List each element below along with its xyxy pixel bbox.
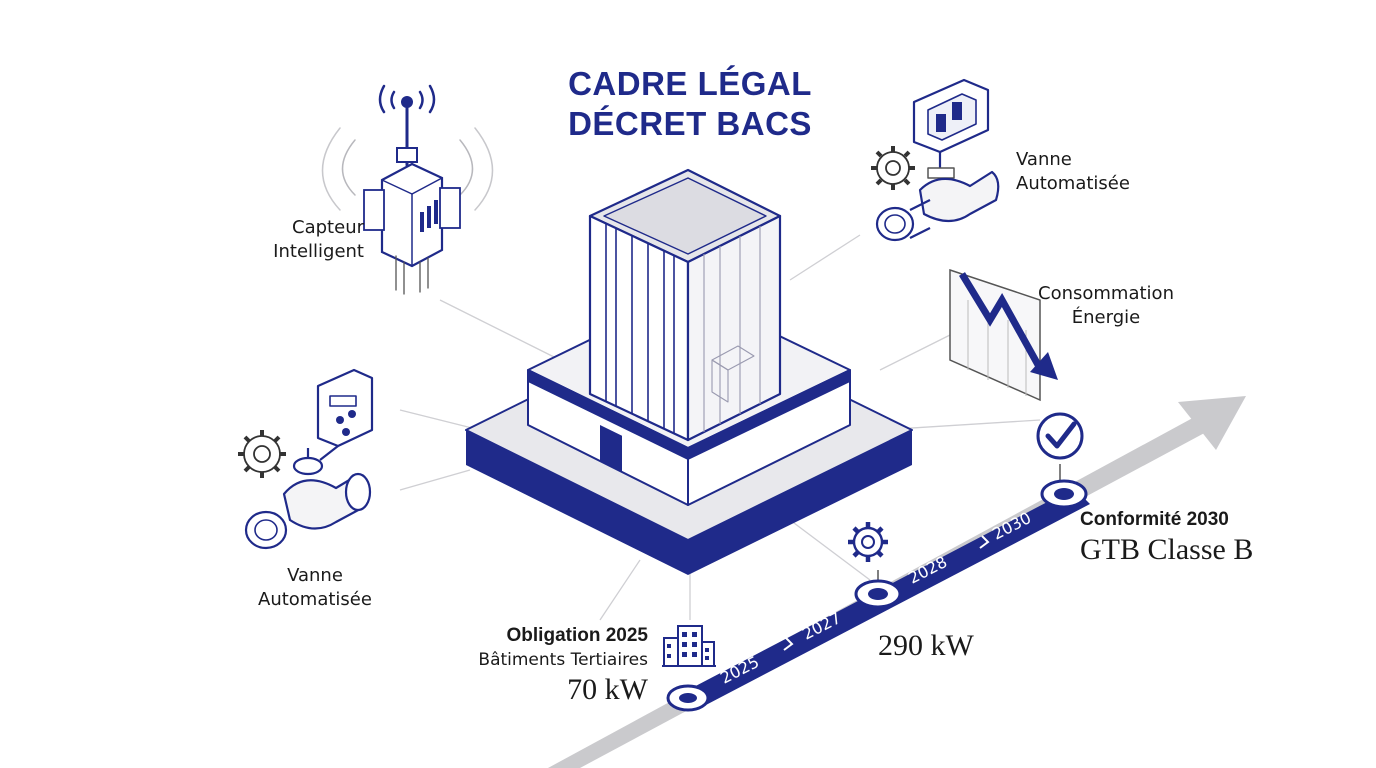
milestone-2025-value: 70 kW [567,673,648,706]
milestone-2030-title: Conformité 2030 [1080,509,1229,530]
milestone-2025-label: Obligation 2025 Bâtiments Tertiaires 70 … [454,624,648,708]
milestone-2030-label: Conformité 2030 GTB Classe B [1080,508,1300,568]
valve-left-label-line-1: Vanne [287,565,343,586]
antenna-sensor-icon [321,84,494,295]
sensor-label-line-1: Capteur [292,217,364,238]
milestone-marker-2030 [1036,412,1088,509]
checkmark-icon [1036,412,1084,460]
sensor-label-line-2: Intelligent [273,241,364,262]
valve-left-label: Vanne Automatisée [240,564,390,612]
valve-left-label-line-2: Automatisée [258,589,372,610]
energy-label-line-2: Énergie [1071,307,1141,328]
gear-icon [238,430,286,478]
valve-right-label: Vanne Automatisée [1016,148,1176,196]
building-illustration [465,168,913,575]
valve-icon-right [871,78,1000,242]
title-line-2: DÉCRET BACS [568,105,812,142]
energy-label-line-1: Consommation [1038,283,1174,304]
title-line-1: CADRE LÉGAL [568,65,812,102]
sensor-label: Capteur Intelligent [254,216,364,264]
milestone-2025-subtitle: Bâtiments Tertiaires [478,650,648,670]
milestone-2027-value: 290 kW [878,629,974,662]
milestone-marker-2025 [666,684,710,712]
office-building-icon [662,625,716,667]
diagram-title: CADRE LÉGAL DÉCRET BACS [520,64,860,144]
gear-icon [848,522,888,562]
milestone-2025-title: Obligation 2025 [506,625,648,646]
energy-label: Consommation Énergie [1024,282,1188,330]
valve-right-label-line-2: Automatisée [1016,173,1130,194]
downward-trend-icon [949,268,1058,402]
gear-icon [871,146,915,190]
milestone-2030-value: GTB Classe B [1080,533,1254,566]
milestone-marker-2027 [848,522,902,609]
valve-right-label-line-1: Vanne [1016,149,1072,170]
valve-icon-left [238,368,374,550]
